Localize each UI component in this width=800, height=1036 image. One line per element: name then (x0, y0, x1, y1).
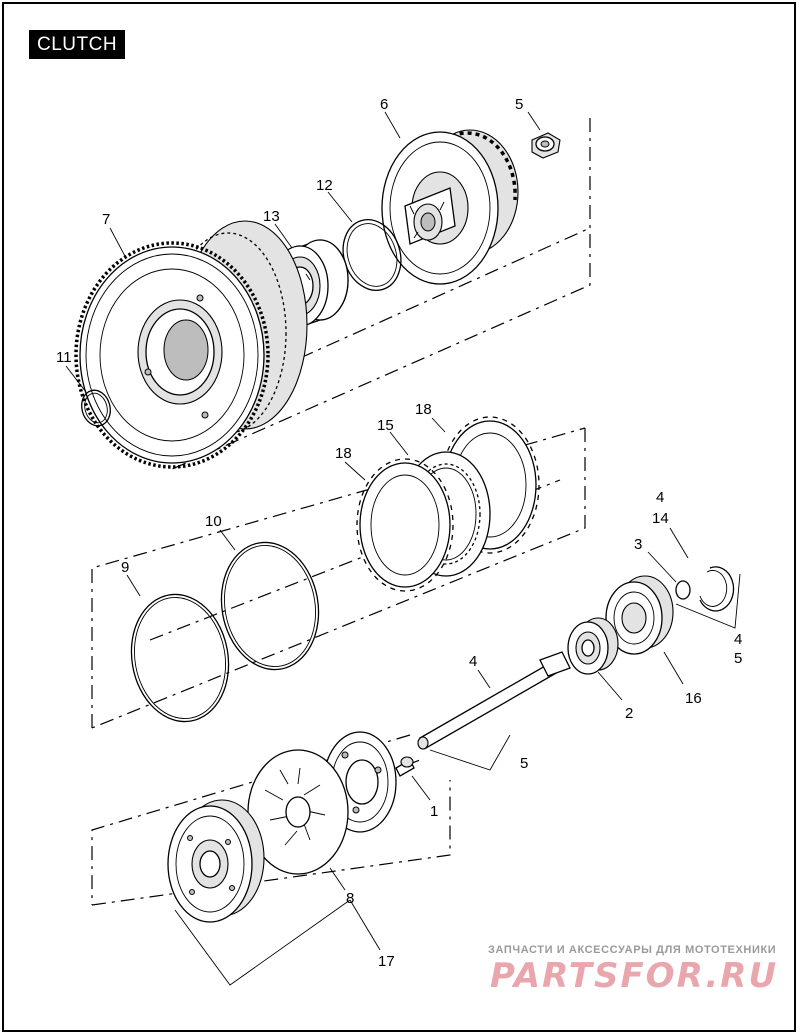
callout-2: 2 (625, 705, 633, 722)
part-1-bolt (395, 756, 415, 777)
leader-15 (389, 431, 409, 456)
callout-4-pushrod: 4 (469, 653, 477, 670)
callout-4-right: 4 (734, 631, 742, 648)
callout-8: 8 (346, 890, 354, 907)
callout-9: 9 (121, 559, 129, 576)
leader-18a (344, 461, 366, 481)
callout-16: 16 (685, 690, 702, 707)
leader-5a (527, 111, 541, 131)
callout-5-pushrod: 5 (520, 755, 528, 772)
callout-3: 3 (634, 536, 642, 553)
leader-1 (411, 775, 431, 801)
callout-12: 12 (316, 177, 333, 194)
watermark-logo: PARTSFOR.RU (490, 956, 779, 996)
watermark-tagline: ЗАПЧАСТИ И АКСЕССУАРЫ ДЛЯ МОТОТЕХНИКИ (488, 944, 777, 956)
callout-1: 1 (430, 803, 438, 820)
bracket-4-5-right (675, 573, 741, 629)
callout-18-rear: 18 (415, 401, 432, 418)
leader-12 (327, 191, 353, 223)
callout-6: 6 (380, 96, 388, 113)
part-7-clutch-shell (74, 220, 308, 469)
callout-17: 17 (378, 953, 395, 970)
callout-5-right: 5 (734, 650, 742, 667)
leader-6 (384, 111, 401, 139)
callout-10: 10 (205, 513, 222, 530)
callout-11: 11 (56, 349, 72, 366)
callout-7: 7 (102, 211, 110, 228)
part-4-5-pushrod (417, 651, 571, 750)
part-14-retaining-ring (699, 566, 735, 612)
part-2-bearing (567, 617, 619, 675)
leader-17 (349, 899, 381, 951)
part-3-small-ring (675, 580, 691, 600)
callout-14: 14 (652, 510, 669, 527)
leader-11 (65, 365, 87, 393)
leader-14 (669, 527, 689, 559)
callout-4-top: 4 (656, 489, 664, 506)
leader-10 (219, 529, 236, 551)
part-6-clutch-hub (381, 129, 519, 285)
callout-5: 5 (515, 96, 523, 113)
callout-18: 18 (335, 445, 352, 462)
callout-15: 15 (377, 417, 394, 434)
leader-9 (126, 574, 141, 597)
callout-13: 13 (263, 208, 280, 225)
part-18-friction-plate-front (356, 458, 454, 592)
leader-3 (647, 551, 677, 583)
part-5-nut (531, 132, 561, 159)
part-8-diaphragm-spring (247, 749, 349, 875)
part-16-bearing-housing (605, 575, 674, 655)
leader-16 (663, 651, 684, 685)
leader-8 (329, 867, 346, 891)
leader-7 (109, 227, 127, 259)
leader-4c (477, 669, 491, 689)
diagram-title: CLUTCH (29, 30, 126, 59)
leader-13 (274, 223, 293, 249)
leader-5c (429, 734, 511, 771)
leader-17-bracket (174, 899, 351, 986)
leader-2 (597, 671, 623, 701)
part-11-retaining-ring (81, 389, 111, 427)
part-17-pressure-plate (167, 799, 265, 923)
leader-18b (431, 417, 446, 433)
part-9-ring (130, 593, 230, 723)
part-10-spring-ring (220, 541, 320, 671)
top-group-outline (169, 118, 591, 471)
